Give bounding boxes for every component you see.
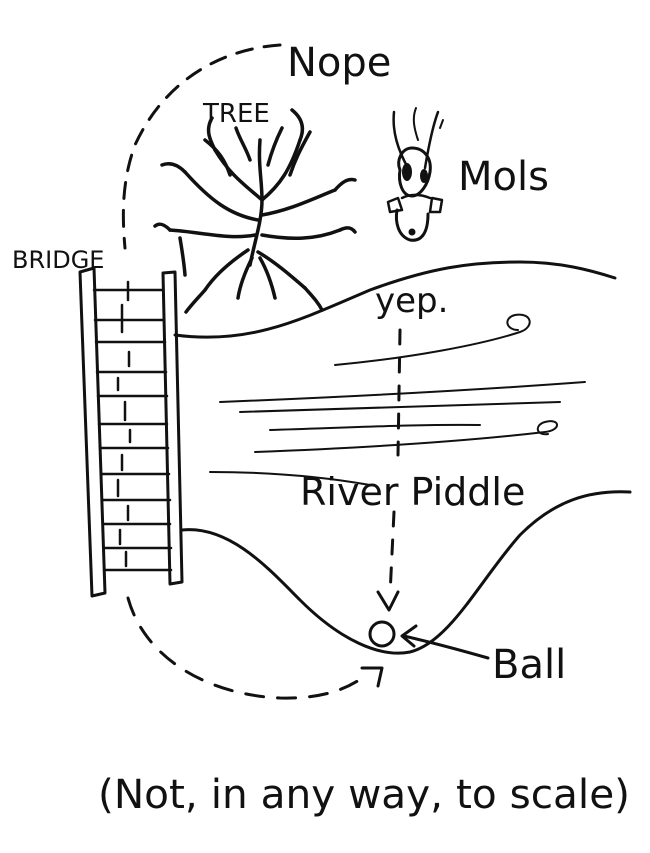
river-label: River Piddle: [300, 470, 525, 514]
bridge-icon: [78, 266, 184, 598]
water-line: [334, 313, 531, 366]
dog-icon: [386, 107, 444, 242]
nope-label: Nope: [287, 40, 391, 86]
water-line: [254, 420, 558, 453]
bridge-route-dashed: [126, 596, 364, 700]
scale-footnote: (Not, in any way, to scale): [98, 772, 630, 818]
water-flow-lines: [209, 313, 586, 486]
yep-arrowhead: [376, 590, 400, 612]
route-arrowhead: [360, 666, 384, 688]
nope-route-dashed: [121, 43, 282, 250]
tree-label: TREE: [202, 99, 270, 129]
lower-river-bank: [180, 490, 632, 655]
ball-label: Ball: [492, 642, 566, 688]
water-line: [269, 423, 481, 431]
yep-route-dashed: [388, 328, 402, 597]
mols-label: Mols: [458, 154, 549, 200]
ball-icon: [368, 620, 396, 648]
tree-icon: [153, 108, 357, 314]
water-line: [239, 401, 561, 413]
bridge-label: BRIDGE: [12, 246, 104, 274]
ball-pointer-arrow: [400, 624, 490, 660]
yep-label: yep.: [375, 281, 448, 321]
water-line: [209, 471, 371, 486]
water-line: [219, 381, 586, 403]
upper-river-bank: [173, 260, 617, 339]
